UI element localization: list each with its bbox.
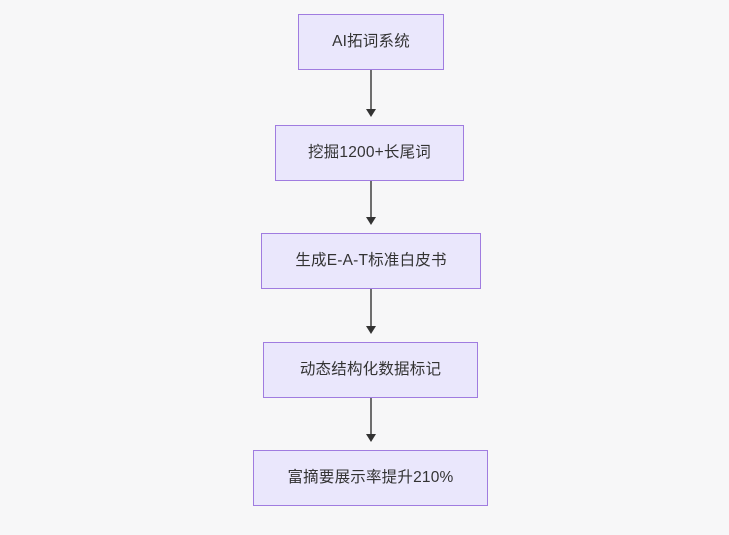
flow-node-ai-keyword-system[interactable]: AI拓词系统: [298, 14, 444, 70]
flow-node-label: 动态结构化数据标记: [299, 360, 442, 378]
flow-node-label: 富摘要展示率提升210%: [287, 468, 454, 486]
edge-n4-n5: [366, 398, 376, 442]
edge-n1-n2: [366, 70, 376, 117]
arrowhead-icon: [366, 434, 376, 442]
flow-node-label: AI拓词系统: [332, 32, 410, 50]
flow-node-label: 生成E-A-T标准白皮书: [295, 251, 447, 269]
edge-line: [370, 70, 372, 110]
edge-line: [370, 289, 372, 327]
edge-n3-n4: [366, 289, 376, 334]
flow-node-generate-eat-whitepaper[interactable]: 生成E-A-T标准白皮书: [261, 233, 481, 289]
arrowhead-icon: [366, 217, 376, 225]
arrowhead-icon: [366, 109, 376, 117]
edge-n2-n3: [366, 181, 376, 225]
flow-node-label: 挖掘1200+长尾词: [307, 143, 432, 161]
flow-node-rich-snippet-impression-lift[interactable]: 富摘要展示率提升210%: [253, 450, 488, 506]
flow-node-mine-longtail-keywords[interactable]: 挖掘1200+长尾词: [275, 125, 464, 181]
edge-line: [370, 398, 372, 435]
arrowhead-icon: [366, 326, 376, 334]
flow-node-dynamic-structured-data-markup[interactable]: 动态结构化数据标记: [263, 342, 478, 398]
edge-line: [370, 181, 372, 218]
